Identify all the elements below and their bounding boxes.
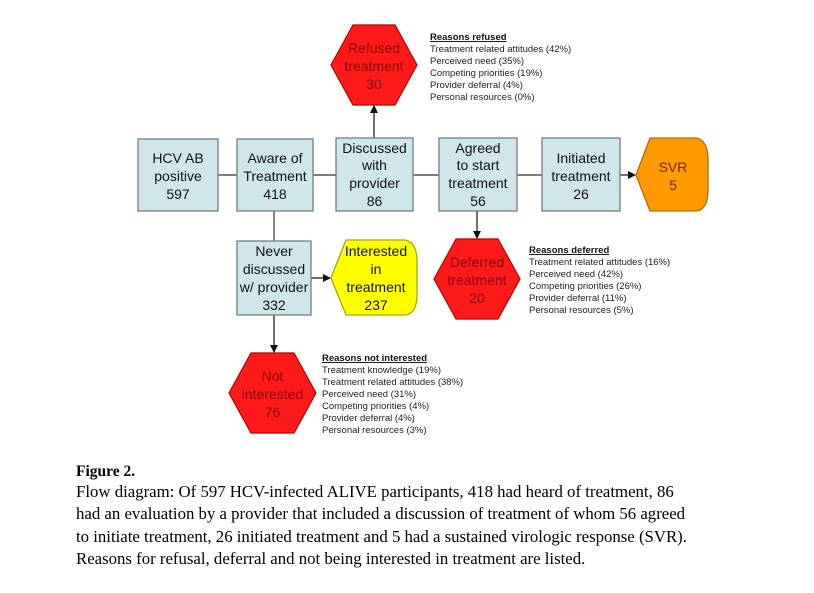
reason-item: Perceived need (35%) — [430, 56, 524, 67]
figure-caption-title: Figure 2. — [76, 463, 136, 480]
figure-caption: Figure 2. Flow diagram: Of 597 HCV-infec… — [76, 463, 796, 570]
reason-item: Personal resources (0%) — [430, 92, 535, 103]
reason-item: Treatment related attitudes (42%) — [430, 44, 571, 55]
reason-item: Provider deferral (4%) — [430, 80, 523, 91]
reasons-not-interested-list: Reasons not interested Treatment knowled… — [322, 353, 463, 436]
reason-item: Treatment related attitudes (38%) — [322, 377, 463, 388]
reason-item: Treatment knowledge (19%) — [322, 365, 441, 376]
reason-item: Provider deferral (4%) — [322, 413, 415, 424]
caption-line: had an evaluation by a provider that inc… — [76, 504, 686, 524]
reason-item: Personal resources (3%) — [322, 425, 427, 436]
reason-item: Provider deferral (11%) — [529, 293, 627, 304]
reason-item: Perceived need (31%) — [322, 389, 416, 400]
reasons-not-interested-title: Reasons not interested — [322, 353, 427, 364]
caption-line: to initiate treatment, 26 initiated trea… — [76, 526, 687, 546]
reason-item: Treatment related attitudes (16%) — [529, 257, 670, 268]
reason-item: Perceived need (42%) — [529, 269, 623, 280]
reason-item: Competing priorities (26%) — [529, 281, 641, 292]
caption-line: Reasons for refusal, deferral and not be… — [76, 548, 586, 568]
reasons-refused-title: Reasons refused — [430, 32, 507, 43]
reasons-deferred-title: Reasons deferred — [529, 245, 609, 256]
reason-item: Competing priorities (19%) — [430, 68, 542, 79]
connectors — [218, 105, 636, 353]
reason-item: Competing priorities (4%) — [322, 401, 429, 412]
caption-line: Flow diagram: Of 597 HCV-infected ALIVE … — [76, 482, 674, 501]
reasons-refused-list: Reasons refused Treatment related attitu… — [430, 32, 571, 103]
reason-item: Personal resources (5%) — [529, 305, 634, 316]
reasons-deferred-list: Reasons deferred Treatment related attit… — [529, 245, 670, 316]
figure-caption-body: Flow diagram: Of 597 HCV-infected ALIVE … — [76, 481, 796, 570]
